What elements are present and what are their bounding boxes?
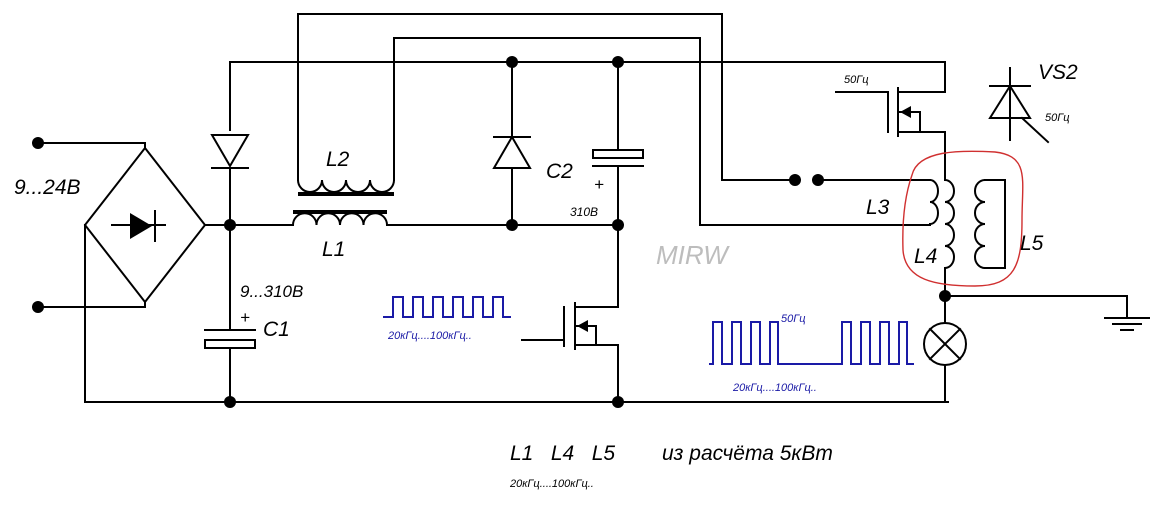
c2-polarity: +: [594, 175, 604, 194]
l4-label: L4: [914, 245, 937, 268]
ground-symbol: [1104, 317, 1150, 331]
inductor-l1: [291, 210, 389, 227]
thyristor-vs2: [988, 67, 1050, 144]
lamp: [923, 322, 967, 366]
freewheel-diode: [492, 135, 532, 169]
l5-label: L5: [1020, 232, 1044, 255]
watermark: MIRW: [656, 240, 730, 270]
pwm-right-freq-bottom: 20кГц....100кГц..: [732, 382, 817, 394]
bridge-rectifier: [32, 137, 207, 313]
pwm-right-freq-top: 50Гц: [781, 313, 806, 325]
input-terminal-bottom: [32, 301, 44, 313]
input-terminal-top: [32, 137, 44, 149]
footer-freq: 20кГц....100кГц..: [509, 478, 594, 490]
l1-label: L1: [322, 238, 345, 261]
pwm-waveform-left: [383, 296, 511, 318]
input-diode: [210, 134, 250, 169]
vs2-freq: 50Гц: [1045, 112, 1070, 124]
mosfet-upper: [835, 61, 946, 181]
c2-voltage-label: 310В: [570, 205, 598, 219]
c2-label: C2: [546, 160, 573, 183]
highlight-outline: [902, 150, 1024, 287]
mosfet-lower: [521, 224, 619, 403]
l2-label: L2: [326, 148, 350, 171]
supply-voltage-label: 9...24В: [14, 176, 81, 199]
vs2-label: VS2: [1038, 61, 1078, 84]
footer-note: из расчёта 5кВт: [662, 442, 833, 465]
l3-label: L3: [866, 196, 890, 219]
capacitor-c2: [592, 149, 644, 167]
inductor-l2: [296, 178, 396, 196]
upper-gate-freq: 50Гц: [844, 74, 869, 86]
c1-polarity: +: [240, 308, 250, 327]
footer-parts: L1 L4 L5: [510, 442, 615, 465]
capacitor-c1: [204, 329, 256, 349]
pwm-waveform-right: [709, 321, 914, 365]
c1-label: C1: [263, 318, 290, 341]
c1-voltage-label: 9...310В: [240, 282, 303, 301]
pwm-left-freq: 20кГц....100кГц..: [387, 330, 472, 342]
transformer: [902, 150, 1024, 297]
